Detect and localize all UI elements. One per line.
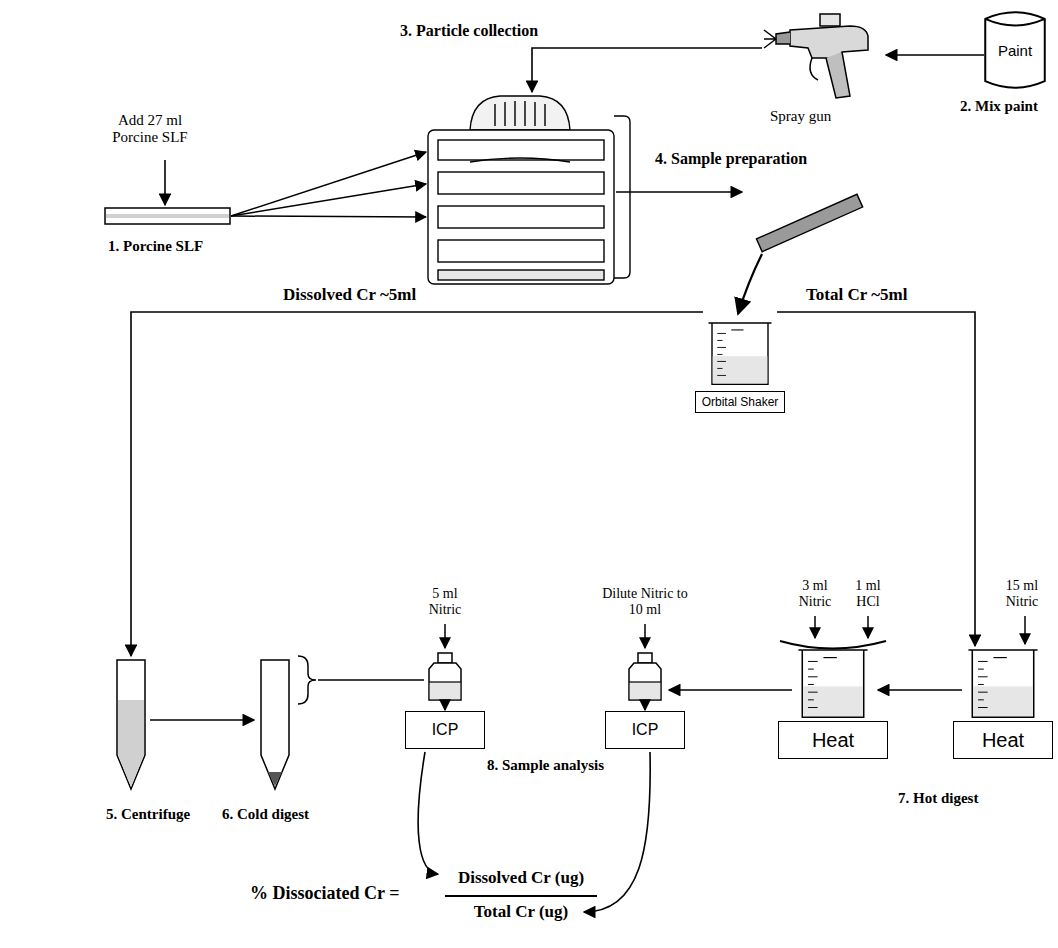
step-label: Spray gun: [770, 108, 831, 125]
heater-box: Heat: [953, 721, 1053, 759]
step-label: Dilute Nitric to 10 ml: [597, 586, 693, 618]
node-text: Heat: [812, 729, 854, 752]
step-label: 6. Cold digest: [222, 806, 309, 823]
step-label: 5 ml Nitric: [419, 586, 471, 618]
step-label: 3 ml Nitric: [792, 578, 838, 610]
step-label: Total Cr (ug): [474, 902, 568, 922]
step-label: % Dissociated Cr =: [250, 883, 399, 904]
node-text: ICP: [432, 721, 459, 739]
node-text: ICP: [632, 721, 659, 739]
step-label: 3. Particle collection: [400, 22, 538, 40]
node-text: Paint: [998, 42, 1032, 59]
step-label: Dissolved Cr ~5ml: [283, 285, 416, 305]
step-label: Total Cr ~5ml: [806, 285, 907, 305]
step-label: Add 27 ml Porcine SLF: [100, 112, 200, 147]
step-label: 5. Centrifuge: [106, 806, 190, 823]
step-label: 4. Sample preparation: [655, 150, 807, 168]
node-text: Orbital Shaker: [702, 395, 779, 409]
step-label: 2. Mix paint: [960, 98, 1038, 115]
step-label: Dissolved Cr (ug): [458, 868, 584, 888]
shaker-box: Orbital Shaker: [695, 391, 785, 413]
node-text: Heat: [982, 729, 1024, 752]
step-label: 15 ml Nitric: [995, 578, 1049, 610]
step-label: 1. Porcine SLF: [108, 238, 203, 255]
instrument-box: ICP: [605, 711, 685, 749]
heater-box: Heat: [778, 721, 888, 759]
paint-can: Paint: [984, 9, 1046, 91]
instrument-box: ICP: [405, 711, 485, 749]
step-label: 8. Sample analysis: [487, 757, 604, 774]
step-label: 1 ml HCl: [848, 578, 888, 610]
step-label: 7. Hot digest: [898, 790, 978, 807]
